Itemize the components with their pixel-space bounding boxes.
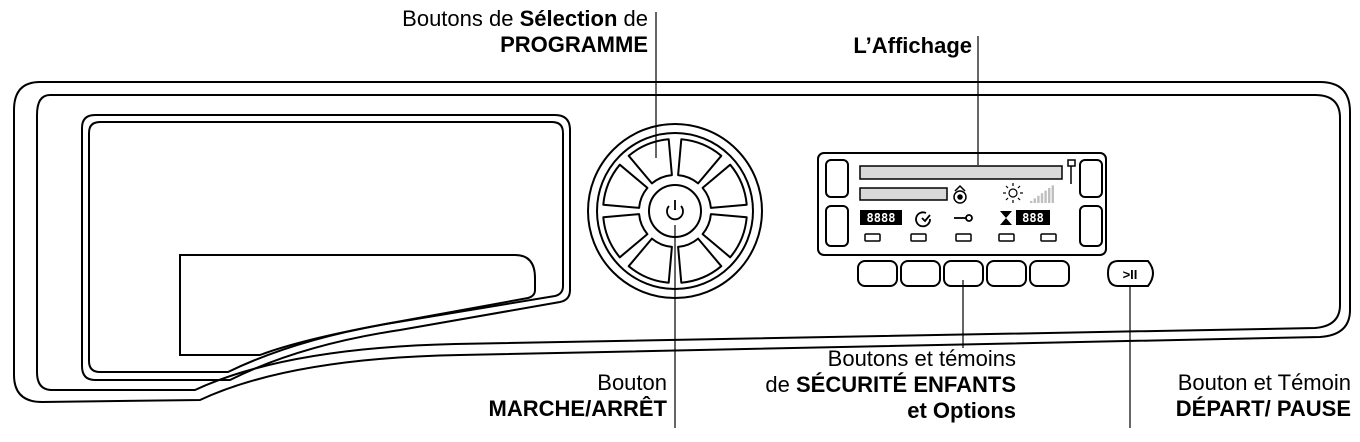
drawer-outer-outline <box>81 114 571 381</box>
program-name-bar <box>859 165 1063 180</box>
count-digits: 888 <box>1022 211 1044 225</box>
power-icon <box>666 200 684 221</box>
callout-program: Boutons de Sélection de PROGRAMME <box>402 6 648 57</box>
start-pause-symbol: >II <box>1123 267 1138 282</box>
option-button[interactable] <box>900 260 941 287</box>
display-side-button-top-left[interactable] <box>825 159 849 198</box>
sun-icon <box>1003 183 1023 203</box>
leader-lines <box>655 12 1131 428</box>
time-digits-box <box>860 210 902 225</box>
program-button-segment[interactable] <box>677 138 723 185</box>
option-button[interactable] <box>857 260 898 287</box>
program-button-segment[interactable] <box>627 237 673 284</box>
key-lock-icon <box>954 214 973 222</box>
signal-bars <box>1030 185 1054 203</box>
display-side-button-bottom-left[interactable] <box>825 205 849 247</box>
option-button[interactable] <box>986 260 1027 287</box>
program-detail-bar <box>859 187 948 201</box>
callout-options: Boutons et témoins de SÉCURITÉ ENFANTS e… <box>765 346 1016 423</box>
callout-display: L’Affichage <box>853 33 972 58</box>
panel-inner-outline <box>36 94 1341 391</box>
program-button-segment[interactable] <box>677 237 723 284</box>
signal-bar <box>1040 193 1044 203</box>
indicator-lights <box>864 233 1057 242</box>
start-pause-button[interactable] <box>1106 260 1154 287</box>
callout-power: Bouton MARCHE/ARRÊT <box>488 370 667 421</box>
program-button-segment[interactable] <box>627 138 673 185</box>
callout-start: Bouton et Témoin DÉPART/ PAUSE <box>1175 370 1351 421</box>
hourglass-icon <box>1000 211 1012 225</box>
signal-bar <box>1048 188 1051 203</box>
drawer-handle <box>179 254 536 356</box>
display-side-button-top-right[interactable] <box>1079 159 1103 198</box>
program-button-segment[interactable] <box>701 163 748 209</box>
eco-timer-icon <box>915 211 931 228</box>
signal-bar <box>1030 201 1033 203</box>
time-digits: 8888 <box>867 211 896 225</box>
display-frame <box>817 152 1107 256</box>
program-button-segment[interactable] <box>701 213 748 259</box>
panel-outer-outline <box>13 81 1351 404</box>
display-side-button-bottom-right[interactable] <box>1079 205 1103 247</box>
option-button[interactable] <box>1029 260 1070 287</box>
option-buttons[interactable] <box>857 260 1070 287</box>
signal-bar <box>1033 198 1036 203</box>
program-button-segment[interactable] <box>602 213 649 259</box>
program-button-segments[interactable] <box>602 138 748 284</box>
antenna-icon <box>1067 159 1076 184</box>
program-button-segment[interactable] <box>602 163 649 209</box>
signal-bar <box>1051 185 1054 203</box>
drawer-inner-outline <box>88 121 564 373</box>
stain-icon <box>953 184 967 204</box>
count-digits-box <box>1016 210 1050 225</box>
signal-bar <box>1037 195 1040 203</box>
signal-bar <box>1044 190 1047 203</box>
